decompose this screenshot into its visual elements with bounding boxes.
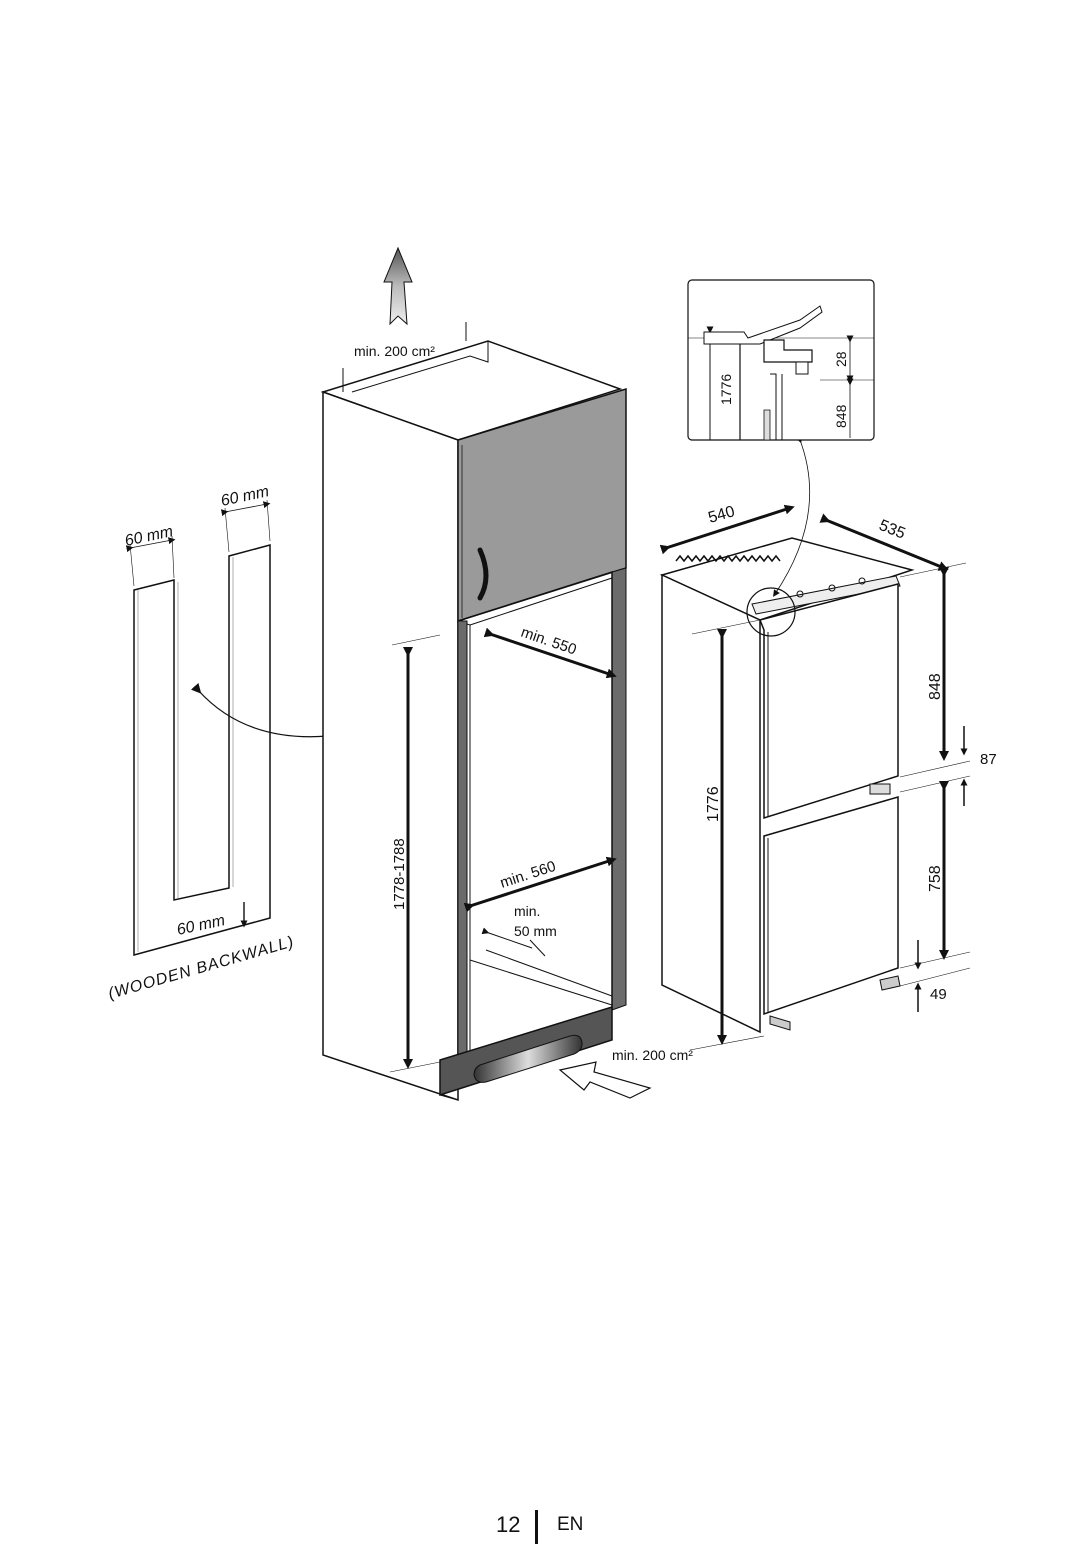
appliance-width-label: 540 [706,503,736,527]
niche-height-label: 1778-1788 [391,838,408,910]
detail-door-label: 848 [833,404,849,428]
gap-right-label: 60 mm [219,483,270,510]
detail-height-label: 1776 [718,374,734,405]
appliance-depth-label: 535 [877,517,908,543]
appliance-unit: 540 535 1776 848 87 758 49 min. 200 cm² [612,435,997,1063]
detail-inset: 1776 28 848 [687,279,875,441]
bottom-vent-label: min. 200 cm² [612,1047,693,1063]
upper-door-label: 848 [927,673,944,700]
bottom-gap-label: 49 [930,986,947,1003]
rear-gap-label-2: 50 mm [514,923,557,939]
appliance-height-label: 1776 [705,786,722,822]
page-number: 12 [496,1512,521,1537]
gap-left-label: 60 mm [123,523,174,550]
rear-gap-label-1: min. [514,903,540,919]
wooden-backwall: 60 mm 60 mm 60 mm (WOODEN BACKWALL) [106,483,351,1003]
airflow-in-arrow [558,1061,652,1099]
page-divider [535,1510,538,1544]
lower-door-label: 758 [927,865,944,892]
kitchen-cabinet: min. 200 cm² 1778-1788 min. 550 min. 5 [320,246,652,1102]
top-vent-label: min. 200 cm² [354,343,435,359]
airflow-up-arrow [383,246,413,326]
detail-top-label: 28 [833,351,849,367]
middle-gap-label: 87 [980,751,997,768]
page-language: EN [557,1514,584,1535]
